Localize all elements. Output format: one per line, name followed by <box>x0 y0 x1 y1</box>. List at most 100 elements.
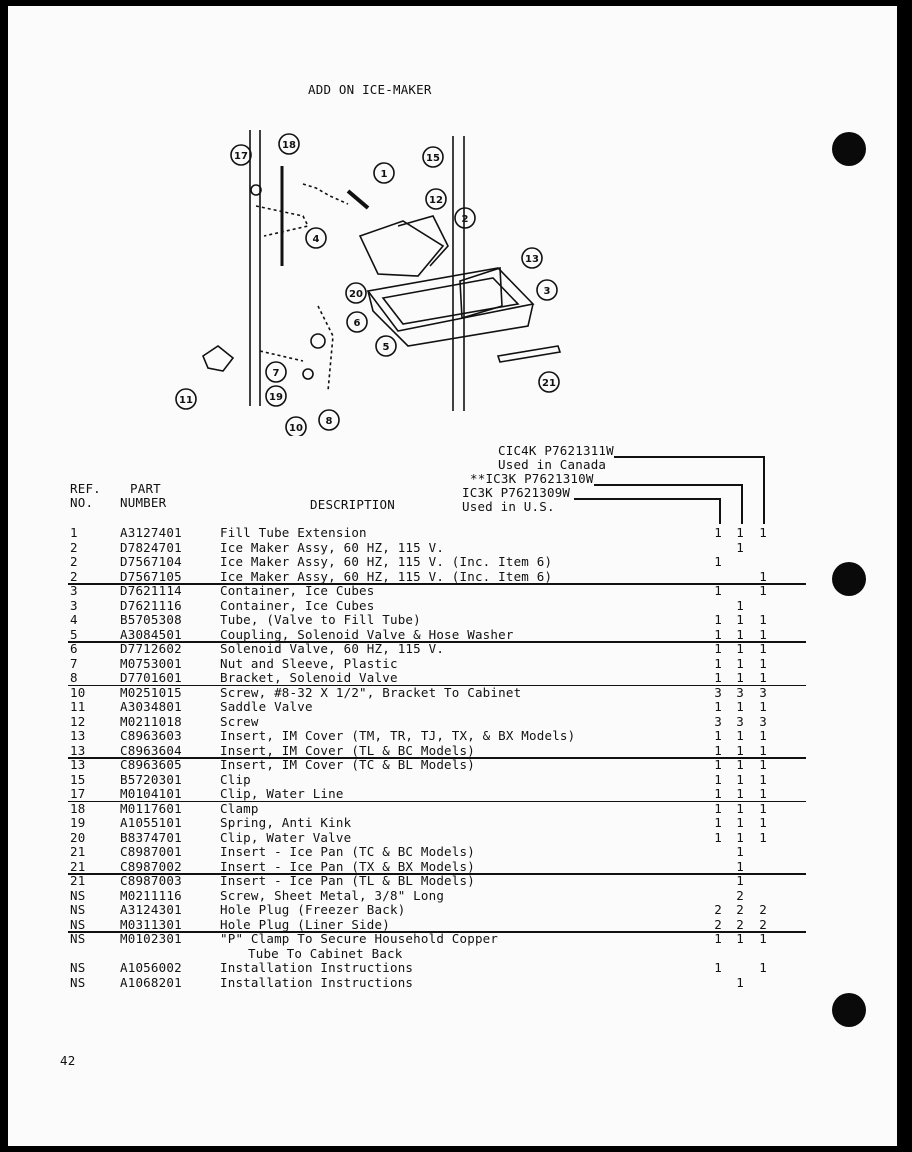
description-cell: Clip, Water Line <box>220 786 344 801</box>
ref-cell: 6 <box>70 641 78 656</box>
quantity-cell: 1 <box>714 771 722 787</box>
description-cell: Nut and Sleeve, Plastic <box>220 655 398 671</box>
leader-v-2 <box>741 484 743 524</box>
part-number-cell: B5705308 <box>120 612 182 627</box>
table-divider <box>68 583 806 585</box>
quantity-cell: 1 <box>714 525 722 540</box>
quantity-cell: 1 <box>714 612 722 627</box>
part-number-cell: B5720301 <box>120 771 182 787</box>
description-cell: Clip <box>220 771 251 787</box>
quantity-cell: 2 <box>759 916 767 932</box>
quantity-cell: 1 <box>714 757 722 772</box>
description-cell: Insert, IM Cover (TC & BL Models) <box>220 757 475 772</box>
description-cell: Clamp <box>220 800 259 816</box>
quantity-cell: 2 <box>736 902 744 917</box>
svg-text:3: 3 <box>544 286 551 297</box>
svg-text:5: 5 <box>383 342 390 353</box>
table-divider <box>68 641 806 643</box>
quantity-cell: 1 <box>714 742 722 758</box>
ref-cell: 13 <box>70 757 86 772</box>
leader-h-3 <box>574 498 720 500</box>
svg-text:20: 20 <box>349 289 363 300</box>
part-number-cell: C8987002 <box>120 858 182 874</box>
quantity-cell: 1 <box>759 757 767 772</box>
ref-cell: 3 <box>70 597 78 613</box>
ref-cell: NS <box>70 960 86 975</box>
ref-cell: 19 <box>70 815 86 830</box>
part-number-cell: A1068201 <box>120 974 182 990</box>
part-number-cell: A3124301 <box>120 902 182 917</box>
quantity-cell: 1 <box>759 626 767 642</box>
ref-cell: 21 <box>70 858 86 874</box>
leader-h-2 <box>594 484 742 486</box>
quantity-cell: 1 <box>736 655 744 671</box>
ref-cell: 18 <box>70 800 86 816</box>
quantity-cell: 1 <box>714 931 722 946</box>
quantity-cell: 1 <box>736 800 744 816</box>
quantity-cell: 1 <box>714 800 722 816</box>
quantity-cell: 1 <box>736 670 744 685</box>
quantity-cell: 2 <box>714 902 722 917</box>
ref-cell: 2 <box>70 568 78 584</box>
col-part-number: NUMBER <box>120 495 167 510</box>
model-cic4k: CIC4K P7621311W <box>498 443 614 458</box>
quantity-cell: 1 <box>736 757 744 772</box>
col-ref-no: NO. <box>70 495 94 510</box>
ref-cell: 3 <box>70 583 78 598</box>
quantity-cell: 1 <box>714 641 722 656</box>
binder-hole-bottom <box>832 993 866 1027</box>
description-cell: Container, Ice Cubes <box>220 583 375 598</box>
svg-text:6: 6 <box>354 318 361 329</box>
description-cell: Installation Instructions <box>220 974 414 990</box>
quantity-cell: 3 <box>759 713 767 729</box>
description-cell: Hole Plug (Freezer Back) <box>220 902 406 917</box>
quantity-cell: 1 <box>736 844 744 859</box>
part-number-cell: D7621116 <box>120 597 182 613</box>
part-number-cell: M0104101 <box>120 786 182 801</box>
description-cell: Bracket, Solenoid Valve <box>220 670 398 685</box>
ref-cell: 4 <box>70 612 78 627</box>
quantity-cell: 2 <box>714 916 722 932</box>
quantity-cell: 1 <box>759 771 767 787</box>
quantity-cell: 3 <box>759 684 767 700</box>
quantity-cell: 3 <box>736 713 744 729</box>
part-number-cell: A1056002 <box>120 960 182 975</box>
part-number-cell: M0211018 <box>120 713 182 729</box>
table-divider <box>68 873 806 875</box>
leader-v-3 <box>719 498 721 524</box>
callout-8: 8 <box>318 409 340 431</box>
quantity-cell: 1 <box>759 829 767 845</box>
model-ic3k-309-note: Used in U.S. <box>462 499 555 514</box>
quantity-cell: 1 <box>759 583 767 598</box>
part-number-cell: A3127401 <box>120 525 182 540</box>
quantity-cell: 1 <box>736 699 744 714</box>
quantity-cell: 1 <box>736 728 744 743</box>
quantity-cell: 1 <box>759 670 767 685</box>
quantity-cell: 1 <box>714 699 722 714</box>
description-cell: Coupling, Solenoid Valve & Hose Washer <box>220 626 514 642</box>
description-cell: Installation Instructions <box>220 960 414 975</box>
part-number-cell: C8963603 <box>120 728 182 743</box>
callout-6: 6 <box>346 311 368 333</box>
callout-12: 12 <box>425 188 447 210</box>
description-cell: Spring, Anti Kink <box>220 815 352 830</box>
ref-cell: 21 <box>70 844 86 859</box>
part-number-cell: C8963605 <box>120 757 182 772</box>
page-title: ADD ON ICE-MAKER <box>308 82 432 97</box>
quantity-cell: 1 <box>714 626 722 642</box>
quantity-cell: 1 <box>759 568 767 584</box>
quantity-cell: 1 <box>759 800 767 816</box>
col-ref: REF. <box>70 481 101 496</box>
quantity-cell: 1 <box>759 655 767 671</box>
description-cell: Screw, Sheet Metal, 3/8" Long <box>220 887 445 903</box>
quantity-cell: 1 <box>759 931 767 946</box>
quantity-cell: 1 <box>736 742 744 758</box>
part-number-cell: D7712602 <box>120 641 182 656</box>
callout-18: 18 <box>278 133 300 155</box>
part-number-cell: M0211116 <box>120 887 182 903</box>
quantity-cell: 1 <box>759 742 767 758</box>
quantity-cell: 1 <box>736 931 744 946</box>
svg-text:10: 10 <box>289 423 303 434</box>
quantity-cell: 1 <box>714 728 722 743</box>
description-cell: Insert - Ice Pan (TX & BX Models) <box>220 858 475 874</box>
